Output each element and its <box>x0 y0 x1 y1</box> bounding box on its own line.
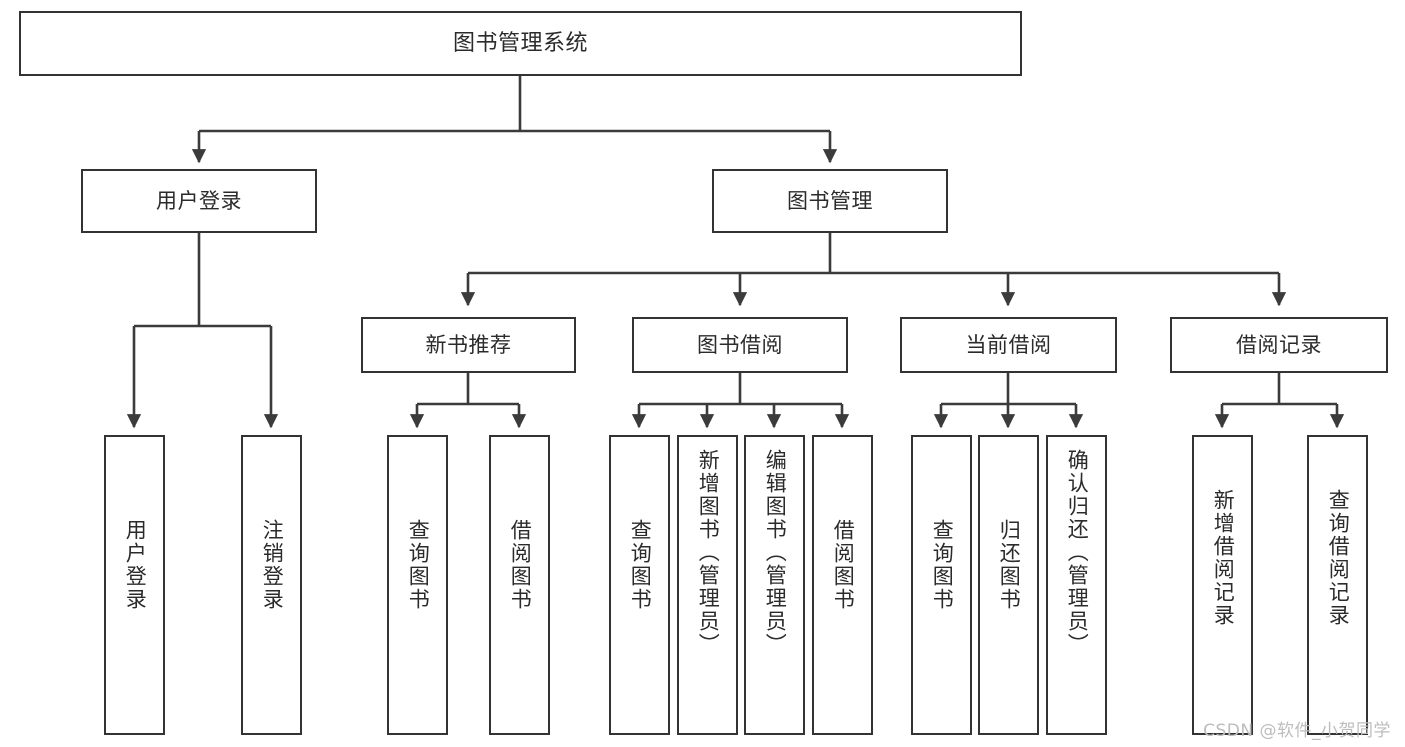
node-leaf-logout-login[interactable]: 注销登录 <box>241 435 302 735</box>
node-leaf-add-book-label: 新增图书（管理员） <box>696 449 721 656</box>
node-leaf-query-book-2-label: 查询图书 <box>628 519 653 611</box>
node-book-borrow-label: 图书借阅 <box>697 332 783 357</box>
node-root[interactable]: 图书管理系统 <box>19 11 1022 76</box>
node-leaf-query-record-label: 查询借阅记录 <box>1326 489 1351 627</box>
node-current-borrow[interactable]: 当前借阅 <box>900 317 1117 373</box>
node-leaf-confirm-return[interactable]: 确认归还（管理员） <box>1046 435 1107 735</box>
node-leaf-borrow-book-1[interactable]: 借阅图书 <box>489 435 550 735</box>
csdn-watermark: CSDN @软件_小贺同学 <box>1203 721 1391 741</box>
node-leaf-query-book-1-label: 查询图书 <box>406 519 431 611</box>
node-leaf-borrow-book-1-label: 借阅图书 <box>508 519 533 611</box>
node-leaf-query-book-1[interactable]: 查询图书 <box>387 435 448 735</box>
node-borrow-record-label: 借阅记录 <box>1236 332 1322 357</box>
node-leaf-query-book-3[interactable]: 查询图书 <box>911 435 972 735</box>
node-user-login-label: 用户登录 <box>156 188 242 213</box>
node-leaf-borrow-book-2-label: 借阅图书 <box>831 519 856 611</box>
node-leaf-logout-login-label: 注销登录 <box>260 519 285 611</box>
node-book-manage[interactable]: 图书管理 <box>712 169 948 233</box>
node-user-login[interactable]: 用户登录 <box>81 169 317 233</box>
node-new-book-recommend[interactable]: 新书推荐 <box>361 317 576 373</box>
node-leaf-edit-book-label: 编辑图书（管理员） <box>763 449 788 656</box>
node-book-manage-label: 图书管理 <box>787 188 873 213</box>
node-leaf-return-book-label: 归还图书 <box>997 519 1022 611</box>
node-new-book-recommend-label: 新书推荐 <box>425 332 512 357</box>
node-leaf-confirm-return-label: 确认归还（管理员） <box>1065 449 1090 656</box>
node-leaf-query-book-2[interactable]: 查询图书 <box>609 435 670 735</box>
node-current-borrow-label: 当前借阅 <box>965 332 1052 357</box>
node-leaf-borrow-book-2[interactable]: 借阅图书 <box>812 435 873 735</box>
node-borrow-record[interactable]: 借阅记录 <box>1170 317 1388 373</box>
node-leaf-edit-book[interactable]: 编辑图书（管理员） <box>744 435 805 735</box>
node-root-label: 图书管理系统 <box>452 30 588 56</box>
node-leaf-add-record[interactable]: 新增借阅记录 <box>1192 435 1253 735</box>
node-leaf-query-record[interactable]: 查询借阅记录 <box>1307 435 1368 735</box>
node-leaf-user-login-label: 用户登录 <box>123 519 148 611</box>
node-leaf-user-login[interactable]: 用户登录 <box>104 435 165 735</box>
node-book-borrow[interactable]: 图书借阅 <box>632 317 848 373</box>
node-leaf-return-book[interactable]: 归还图书 <box>978 435 1039 735</box>
node-leaf-add-record-label: 新增借阅记录 <box>1211 489 1236 627</box>
node-leaf-query-book-3-label: 查询图书 <box>930 519 955 611</box>
node-leaf-add-book[interactable]: 新增图书（管理员） <box>677 435 738 735</box>
